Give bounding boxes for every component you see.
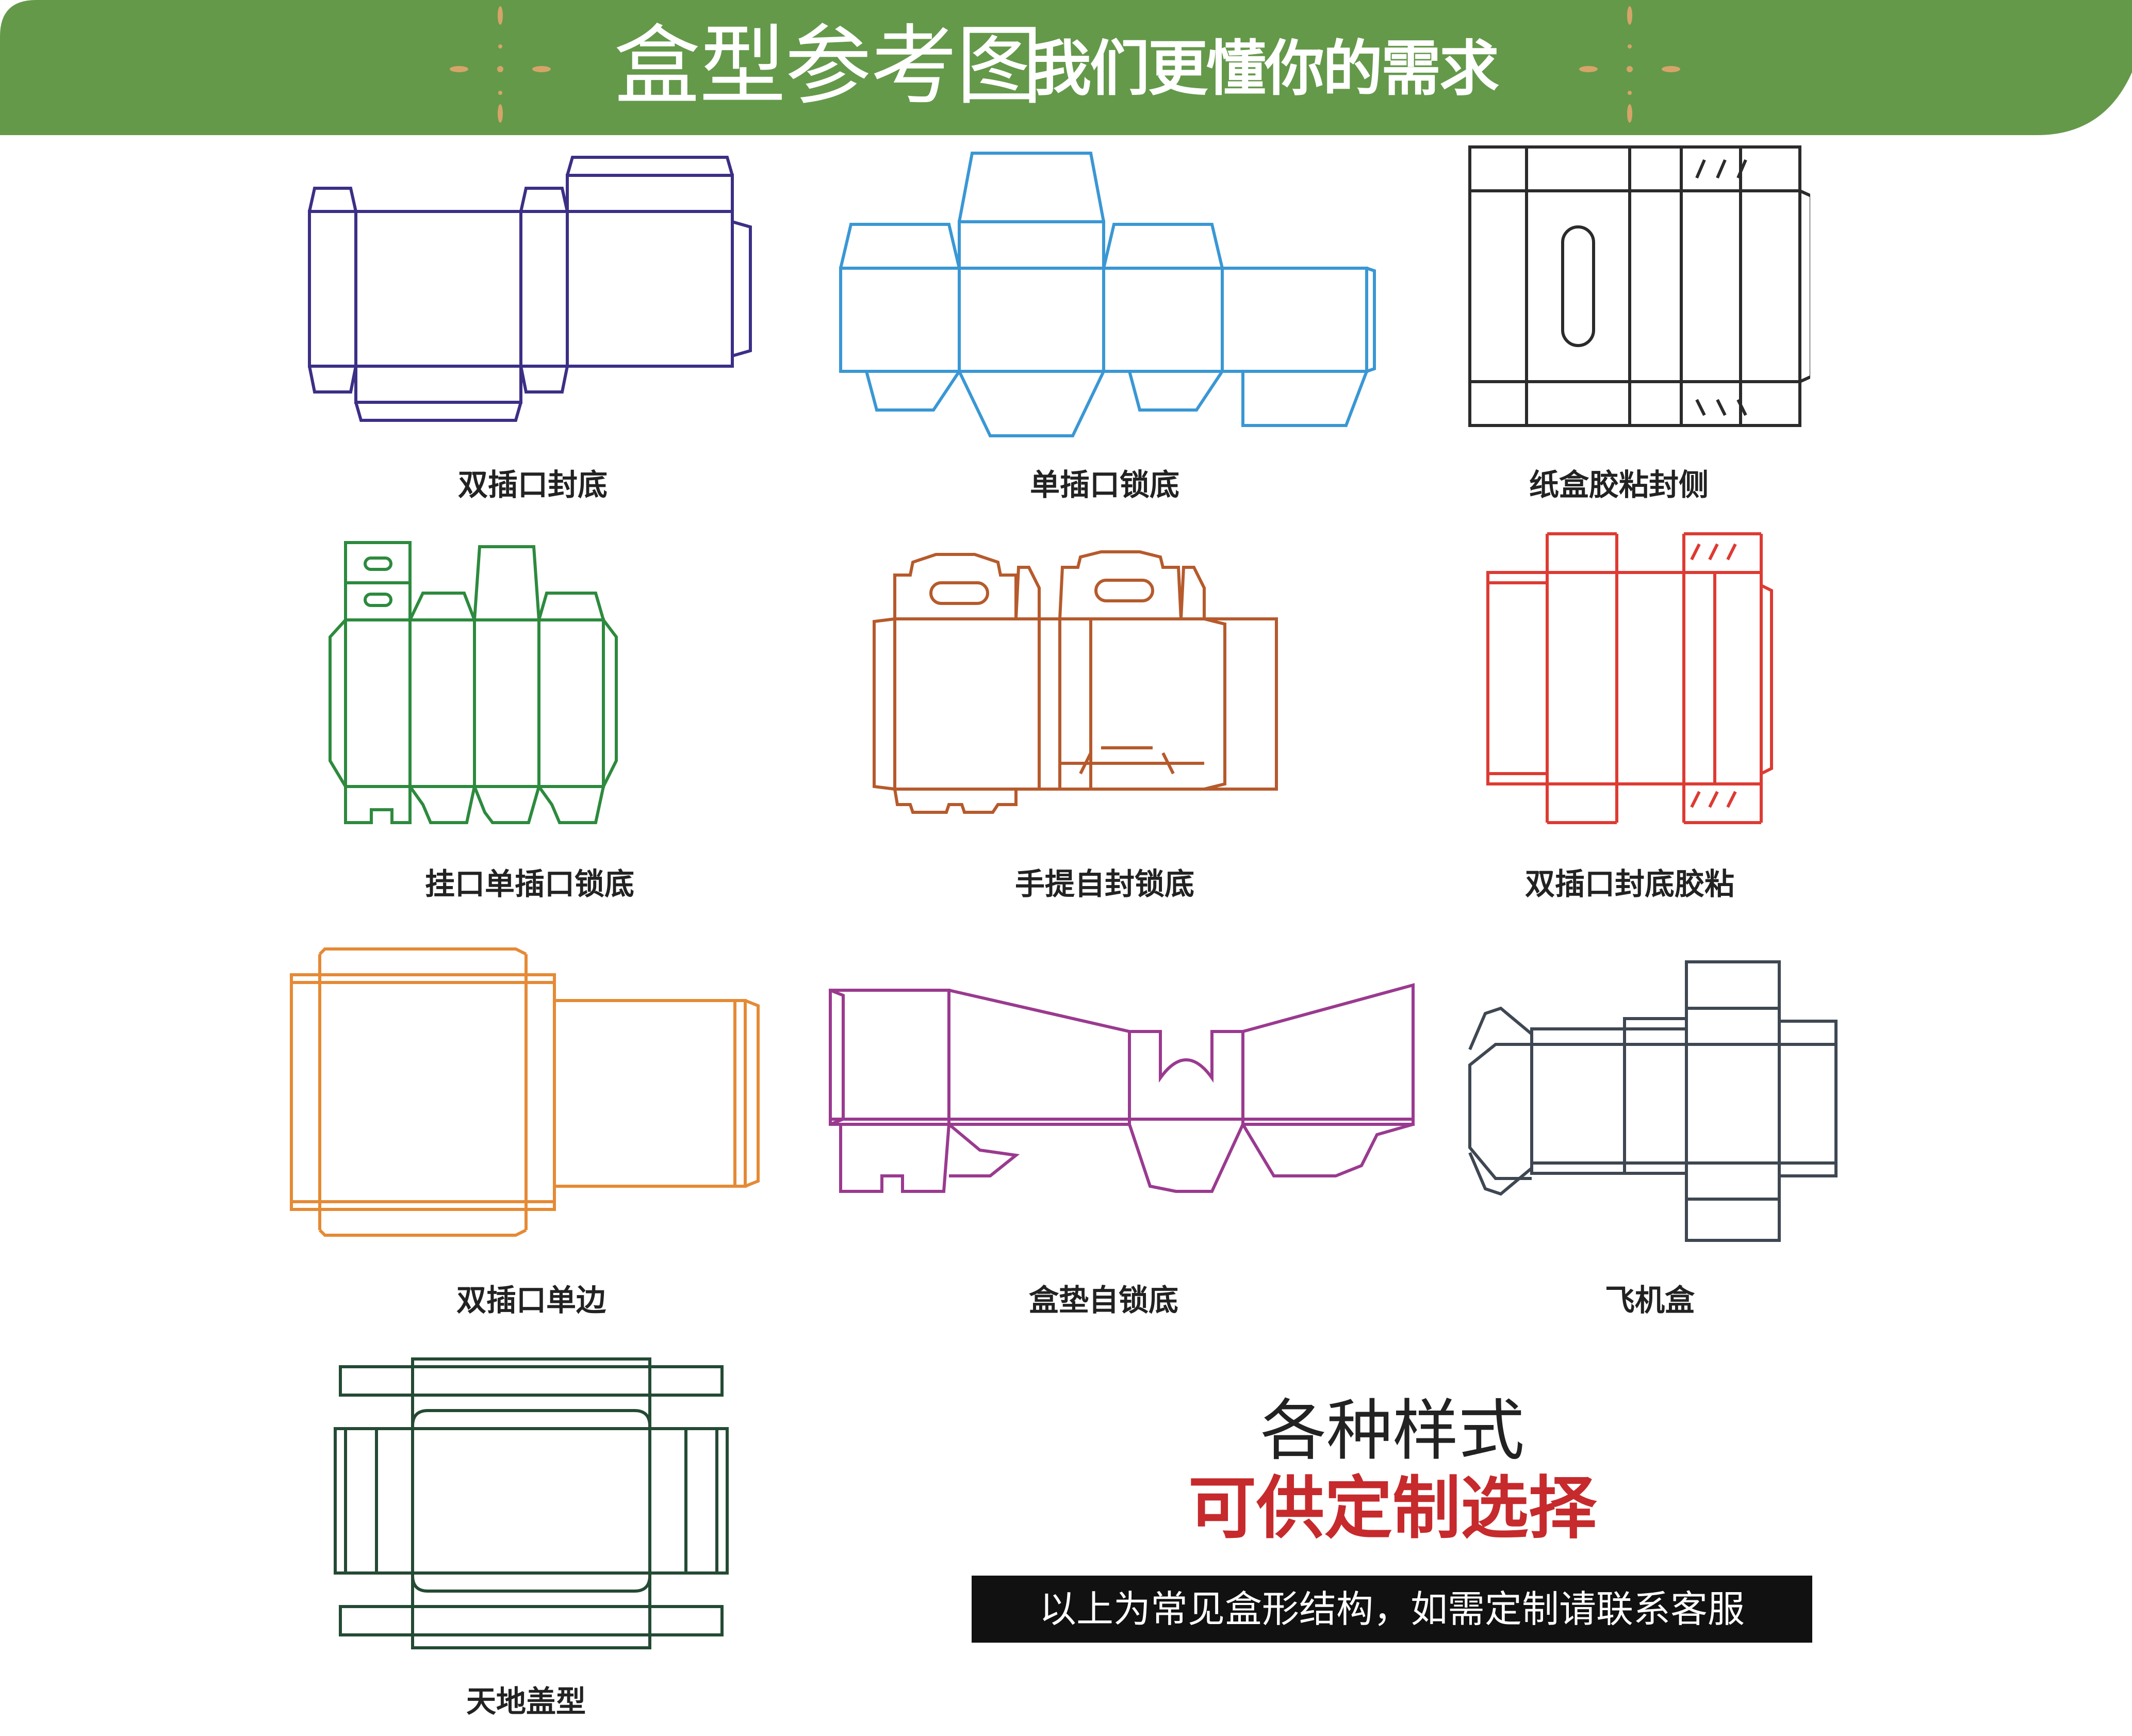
box-caption: 纸盒胶粘封侧: [1529, 467, 1709, 502]
box-diagram-mailer-box: [1468, 960, 1838, 1242]
box-diagram-side-glue: [1468, 145, 1810, 427]
box-caption: 双插口封底胶粘: [1524, 866, 1734, 902]
sparkle-ornament-icon: [450, 6, 551, 123]
box-diagram-single-tuck-lock-bottom: [839, 152, 1376, 437]
box-caption: 挂口单插口锁底: [424, 866, 634, 902]
box-caption: 飞机盒: [1604, 1283, 1695, 1318]
box-caption: 双插口单边: [456, 1283, 606, 1318]
box-caption: 单插口锁底: [1029, 467, 1179, 502]
slogan-custom-options: 可供定制选择: [1188, 1469, 1597, 1548]
sparkle-ornament-icon: [1579, 6, 1680, 123]
box-diagram-double-tuck-single-side: [290, 947, 760, 1237]
box-caption: 天地盖型: [466, 1684, 586, 1719]
box-diagram-handle-self-lock: [873, 550, 1278, 814]
header-banner: [0, 0, 2132, 135]
box-diagram-lid-and-base: [334, 1357, 729, 1649]
box-caption: 双插口封底: [457, 467, 608, 502]
box-diagram-tray-self-lock: [829, 983, 1415, 1193]
contact-note-text: 以上为常见盒形结构，如需定制请联系客服: [1039, 1587, 1745, 1631]
box-diagram-double-tuck: [308, 156, 752, 422]
box-diagram-double-tuck-glue: [1486, 532, 1773, 824]
box-diagram-hang-tab-lock-bottom: [329, 541, 618, 824]
box-caption: 盒垫自锁底: [1028, 1283, 1178, 1318]
slogan-styles: 各种样式: [1260, 1393, 1524, 1469]
page-title: 盒型参考图: [614, 15, 1043, 117]
contact-note-bar: 以上为常见盒形结构，如需定制请联系客服: [972, 1576, 1812, 1643]
page-subtitle: 我们更懂你的需求: [1031, 34, 1499, 104]
box-caption: 手提自封锁底: [1014, 866, 1194, 902]
